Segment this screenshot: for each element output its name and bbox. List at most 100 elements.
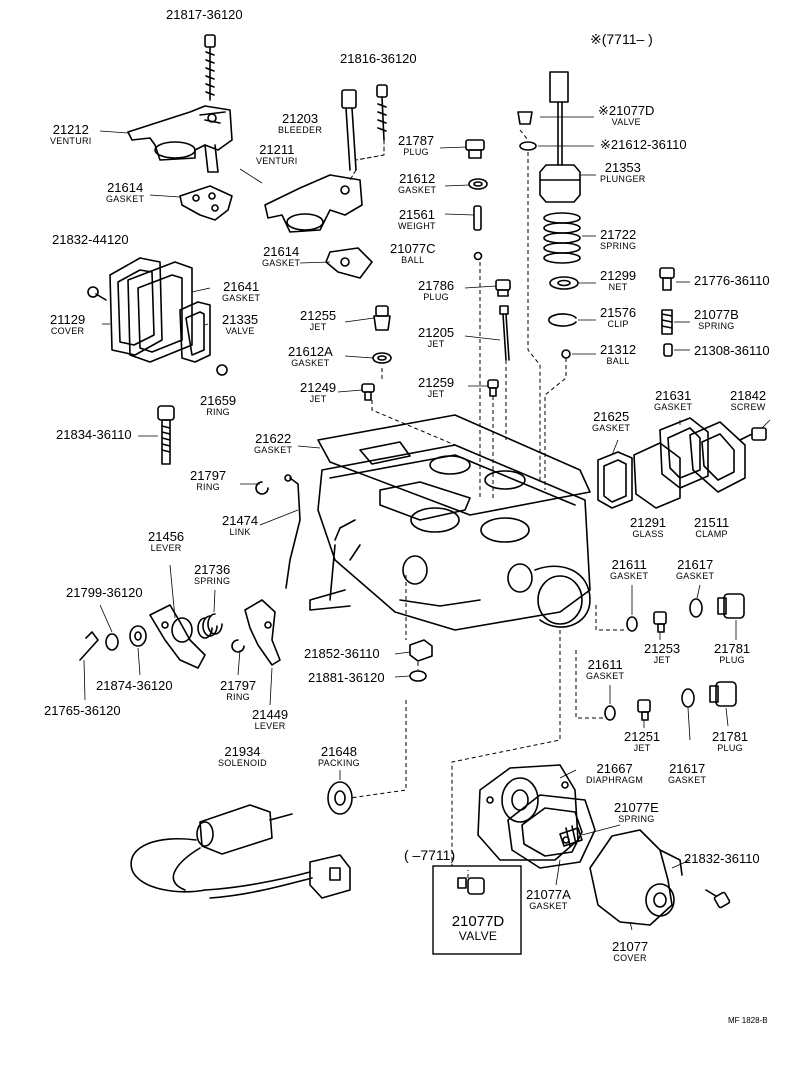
part-name: LEVER (150, 543, 182, 553)
part-number: 21612A (288, 344, 333, 359)
part-number: 21781 (714, 641, 751, 656)
part-name: JET (309, 394, 327, 404)
part-name: GASKET (586, 671, 625, 681)
part-name: GASKET (668, 775, 707, 785)
screw-21816-icon (376, 84, 388, 141)
part-number: 21617 (669, 761, 706, 776)
part-number: 21611 (587, 657, 623, 672)
part-name: PLUG (717, 743, 743, 753)
part-number: 21722 (600, 227, 637, 242)
screw-21842-icon (739, 427, 767, 441)
part-name: BALL (606, 356, 630, 366)
inset-valve-icon (457, 877, 485, 895)
gasket-21617-bottom-icon (681, 688, 695, 708)
part-number: 21474 (222, 513, 259, 528)
part-number: 21211 (259, 142, 295, 157)
part-name: JET (427, 389, 445, 399)
part-name: CLAMP (695, 529, 728, 539)
part-name: LINK (229, 527, 251, 537)
plug-21787-icon (465, 139, 485, 159)
carburetor-body-icon (309, 444, 591, 631)
part-name: JET (653, 655, 671, 665)
part-number: 21291 (630, 515, 667, 530)
gasket-21622-icon (317, 414, 591, 516)
jet-21205-icon (499, 305, 510, 361)
washer-21874-icon (105, 625, 147, 651)
part-number: 21077C (390, 241, 436, 256)
screw-21776-icon (659, 267, 675, 291)
part-name: COVER (613, 953, 647, 963)
gasket-21612a-icon (372, 352, 392, 364)
plug-21786-icon (495, 279, 511, 297)
part-name: WEIGHT (398, 221, 436, 231)
gasket-21611-top-icon (626, 616, 638, 632)
part-number: 21648 (320, 744, 358, 759)
screw-21832-36110-icon (705, 889, 731, 909)
part-number: 21561 (398, 207, 435, 222)
part-number: 21832-36110 (684, 851, 760, 866)
gasket-21611-bottom-icon (604, 705, 616, 721)
part-name: SPRING (600, 241, 637, 251)
part-name: PLUG (423, 292, 449, 302)
part-number: 21353 (604, 160, 641, 175)
part-number: 21659 (200, 393, 237, 408)
part-name: CLIP (607, 319, 629, 329)
part-number: 21077A (526, 887, 571, 902)
part-name: VENTURI (50, 136, 92, 146)
part-number: 21934 (224, 744, 261, 759)
part-number: 21077B (694, 307, 739, 322)
part-number: ※21612-36110 (600, 137, 687, 152)
part-name: VALVE (225, 326, 255, 336)
gasket-21617-top-icon (689, 598, 703, 618)
part-number: 21077E (614, 800, 659, 815)
part-name: GASKET (398, 185, 437, 195)
gasket-21614-middle-icon (325, 247, 373, 279)
packing-21648-icon (327, 781, 353, 815)
inset-part-label: 21077D VALVE (440, 914, 516, 942)
part-number: 21449 (252, 707, 289, 722)
gasket-21612-icon (468, 178, 488, 190)
part-label: 21799-36120 (66, 586, 143, 600)
part-number: 21817-36120 (166, 7, 243, 22)
ring-21797-top-icon (255, 481, 269, 495)
net-21299-icon (549, 276, 579, 290)
part-number: 21786 (418, 278, 455, 293)
inset-box (432, 865, 522, 955)
spring-21077b-icon (661, 309, 673, 335)
part-name: GASKET (222, 293, 261, 303)
part-name: DIAPHRAGM (586, 775, 644, 785)
part-number: 21834-36110 (56, 427, 132, 442)
ball-21312-icon (561, 349, 571, 359)
plunger-21353-icon (539, 71, 581, 203)
spring-21077e-icon (559, 825, 583, 847)
part-number: 21797 (220, 678, 257, 693)
bleeder-21203-icon (341, 89, 357, 171)
part-name: PACKING (318, 758, 360, 768)
cover-21077-icon (589, 829, 683, 926)
gasket-21077a-icon (507, 794, 596, 869)
part-number: ※21077D (598, 103, 655, 118)
part-name: GASKET (676, 571, 715, 581)
part-number: 21251 (624, 729, 661, 744)
part-name: GLASS (632, 529, 664, 539)
part-number: 21212 (52, 122, 89, 137)
part-name: JET (309, 322, 327, 332)
cover-21129-icon (109, 257, 163, 356)
